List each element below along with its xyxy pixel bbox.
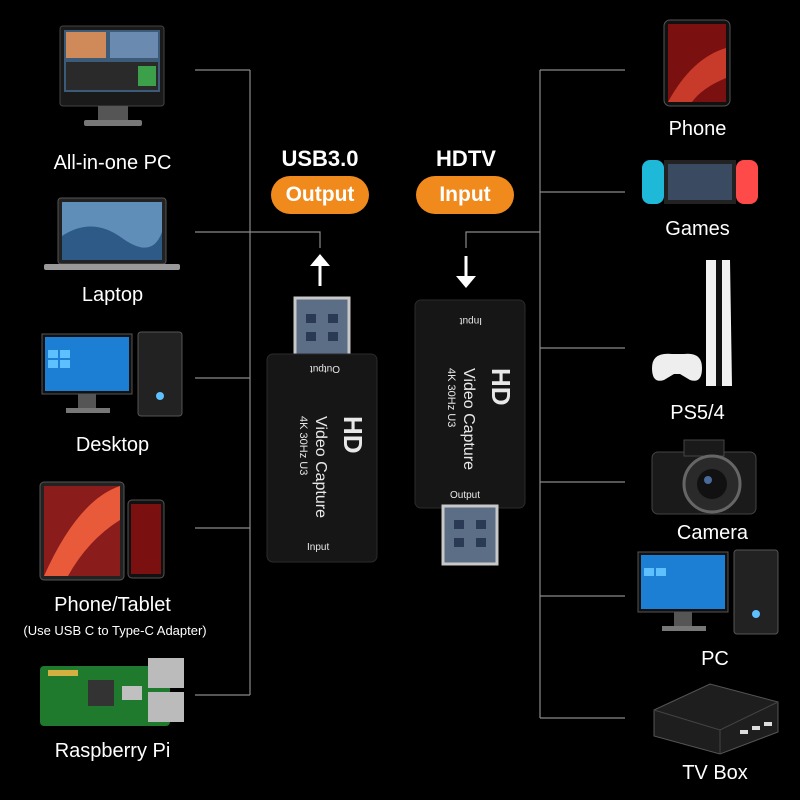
dongle-spec: 4K 30Hz U3 xyxy=(297,416,309,475)
ps5-icon xyxy=(652,260,732,386)
dongle-port-label: Input xyxy=(460,315,482,326)
capture-dongle-hdmi: Input HD Video Capture 4K 30Hz U3 Output xyxy=(414,299,526,566)
dongle-name: Video Capture xyxy=(460,368,477,470)
capture-dongle-usb: HD Video Capture 4K 30Hz U3 Output Input xyxy=(266,296,378,563)
dongle-spec: 4K 30Hz U3 xyxy=(445,368,457,427)
raspberry-pi-icon xyxy=(40,658,184,726)
all-in-one-pc-icon xyxy=(59,25,165,126)
camera-icon xyxy=(651,439,757,515)
laptop-icon xyxy=(44,197,180,270)
input-badge: Input xyxy=(416,176,514,214)
output-badge: Output xyxy=(271,176,369,214)
device-label: PS5/4 xyxy=(670,402,725,424)
device-label: PC xyxy=(701,648,729,670)
tv-box-icon xyxy=(653,683,779,755)
dongle-port-label: Output xyxy=(450,490,480,501)
desktop-icon xyxy=(41,331,183,417)
device-label: Games xyxy=(665,218,730,240)
usb-title: USB3.0 xyxy=(281,146,359,171)
device-label: Phone/Tablet xyxy=(54,594,171,616)
dongle-port-label: Output xyxy=(310,363,340,374)
dongle-logo: HD xyxy=(338,416,368,454)
device-label: Laptop xyxy=(81,284,144,306)
pc-icon xyxy=(637,549,779,635)
device-label: All-in-one PC xyxy=(53,152,172,174)
phone-tablet-icon xyxy=(39,481,165,581)
game-console-icon xyxy=(642,160,758,204)
device-label: Camera xyxy=(676,522,749,544)
device-sublabel: (Use USB C to Type-C Adapter) xyxy=(23,623,207,638)
dongle-logo: HD xyxy=(486,368,516,406)
device-label: TV Box xyxy=(682,762,748,784)
dongle-name: Video Capture xyxy=(312,416,329,518)
device-label: Desktop xyxy=(75,434,150,456)
device-label: Raspberry Pi xyxy=(54,740,171,762)
hdtv-title: HDTV xyxy=(436,146,496,171)
device-label: Phone xyxy=(668,118,727,140)
phone-icon xyxy=(663,19,731,107)
dongle-port-label: Input xyxy=(307,542,329,553)
